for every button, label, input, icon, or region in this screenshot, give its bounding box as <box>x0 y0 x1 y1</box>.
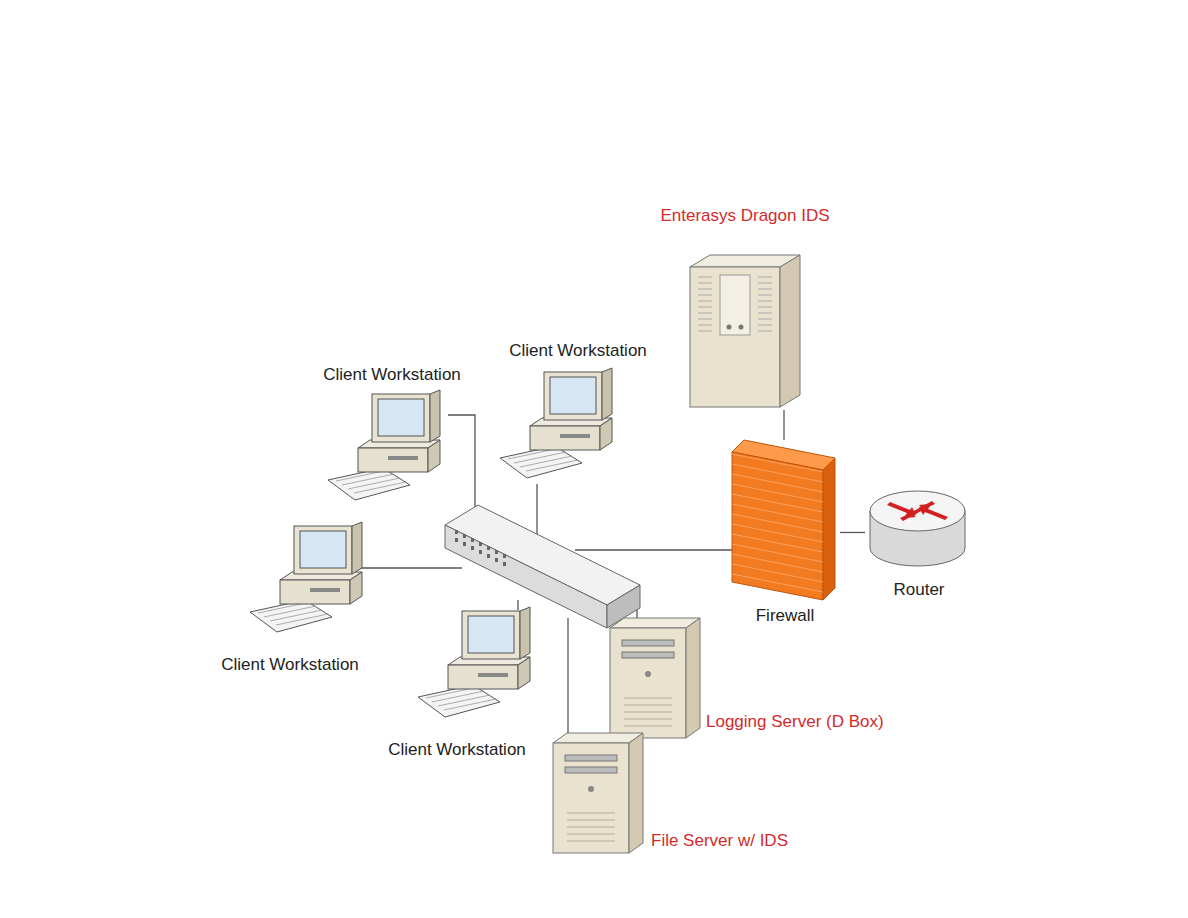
device-label: Firewall <box>756 606 815 626</box>
device-label: Logging Server (D Box) <box>706 712 884 732</box>
network-device: Router <box>865 470 975 595</box>
network-device: Firewall <box>728 440 840 630</box>
network-device: Client Workstation <box>310 364 480 512</box>
tower-icon <box>640 205 850 410</box>
network-device: Client Workstation <box>378 605 543 762</box>
device-label: Enterasys Dragon IDS <box>660 206 829 226</box>
pc-icon <box>495 340 655 488</box>
device-label: Router <box>893 580 944 600</box>
pc-icon <box>310 364 480 512</box>
device-label: Client Workstation <box>509 341 647 361</box>
network-device: File Server w/ IDS <box>550 730 810 858</box>
network-link <box>840 532 865 533</box>
pc-icon <box>378 605 543 762</box>
network-device: Client Workstation <box>495 340 655 488</box>
device-label: Client Workstation <box>221 655 359 675</box>
network-device: Logging Server (D Box) <box>605 615 915 745</box>
network-device: Enterasys Dragon IDS <box>640 205 850 410</box>
device-label: Client Workstation <box>323 365 461 385</box>
network-link <box>783 410 784 440</box>
device-label: File Server w/ IDS <box>651 831 788 851</box>
router-icon <box>865 470 975 595</box>
network-device: Client Workstation <box>205 520 380 680</box>
device-label: Client Workstation <box>388 740 526 760</box>
network-switch <box>445 505 640 628</box>
firewall-icon <box>728 440 840 630</box>
